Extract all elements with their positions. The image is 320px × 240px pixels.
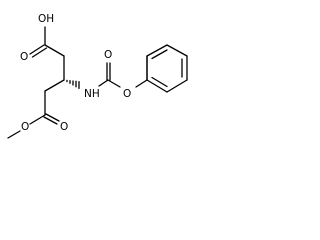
atom-label-ester-carbonyl-o: O <box>60 121 68 133</box>
ring-double-bond-1 <box>151 49 168 60</box>
bond-c3-c4 <box>44 79 65 92</box>
atom-label-carbamate-ester-o: O <box>123 88 131 100</box>
atom-label-carbamate-carbonyl-o: O <box>104 49 112 61</box>
carbamate-group: NH O O <box>84 49 148 100</box>
bond-c5-o-double-b <box>43 116 58 125</box>
atom-label-nh: NH <box>84 88 100 100</box>
bond-c1-c2 <box>44 44 65 57</box>
chemical-structure: OH O O O NH O O <box>7 13 188 139</box>
bond-c1-o-double-b <box>31 47 48 58</box>
methyl-ester-group: O O <box>7 113 68 139</box>
backbone <box>44 55 80 116</box>
stereo-hash-bond <box>66 79 80 90</box>
bond-c5-o <box>29 114 46 125</box>
atom-label-oh: OH <box>38 13 54 25</box>
carboxylic-acid-group: OH O <box>20 13 65 63</box>
atom-label-carboxylic-o: O <box>20 51 28 63</box>
bond-c5-o-double-a <box>45 113 60 122</box>
benzene-ring <box>146 44 188 93</box>
atom-label-ester-o: O <box>21 121 29 133</box>
bond-o-methyl <box>7 130 21 139</box>
bond-o-ch2 <box>135 79 148 88</box>
bond-n-c <box>98 79 109 87</box>
bond-c1-o-double-a <box>29 44 45 55</box>
ring-double-bond-3 <box>151 76 168 88</box>
bond-c-o-ester <box>107 79 121 88</box>
